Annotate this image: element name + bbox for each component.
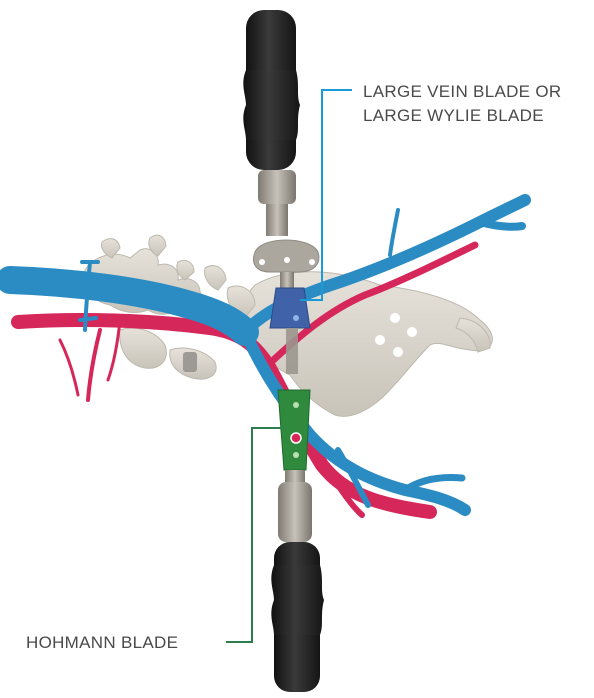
label-line-2: LARGE WYLIE BLADE <box>363 104 561 128</box>
hohmann-blade-label: HOHMANN BLADE <box>26 631 178 655</box>
large-vein-blade-label: LARGE VEIN BLADE OR LARGE WYLIE BLADE <box>363 80 561 128</box>
vein-blade <box>270 288 310 328</box>
hohmann-blade <box>278 390 310 470</box>
label-line-1: LARGE VEIN BLADE OR <box>363 80 561 104</box>
band <box>183 352 197 372</box>
